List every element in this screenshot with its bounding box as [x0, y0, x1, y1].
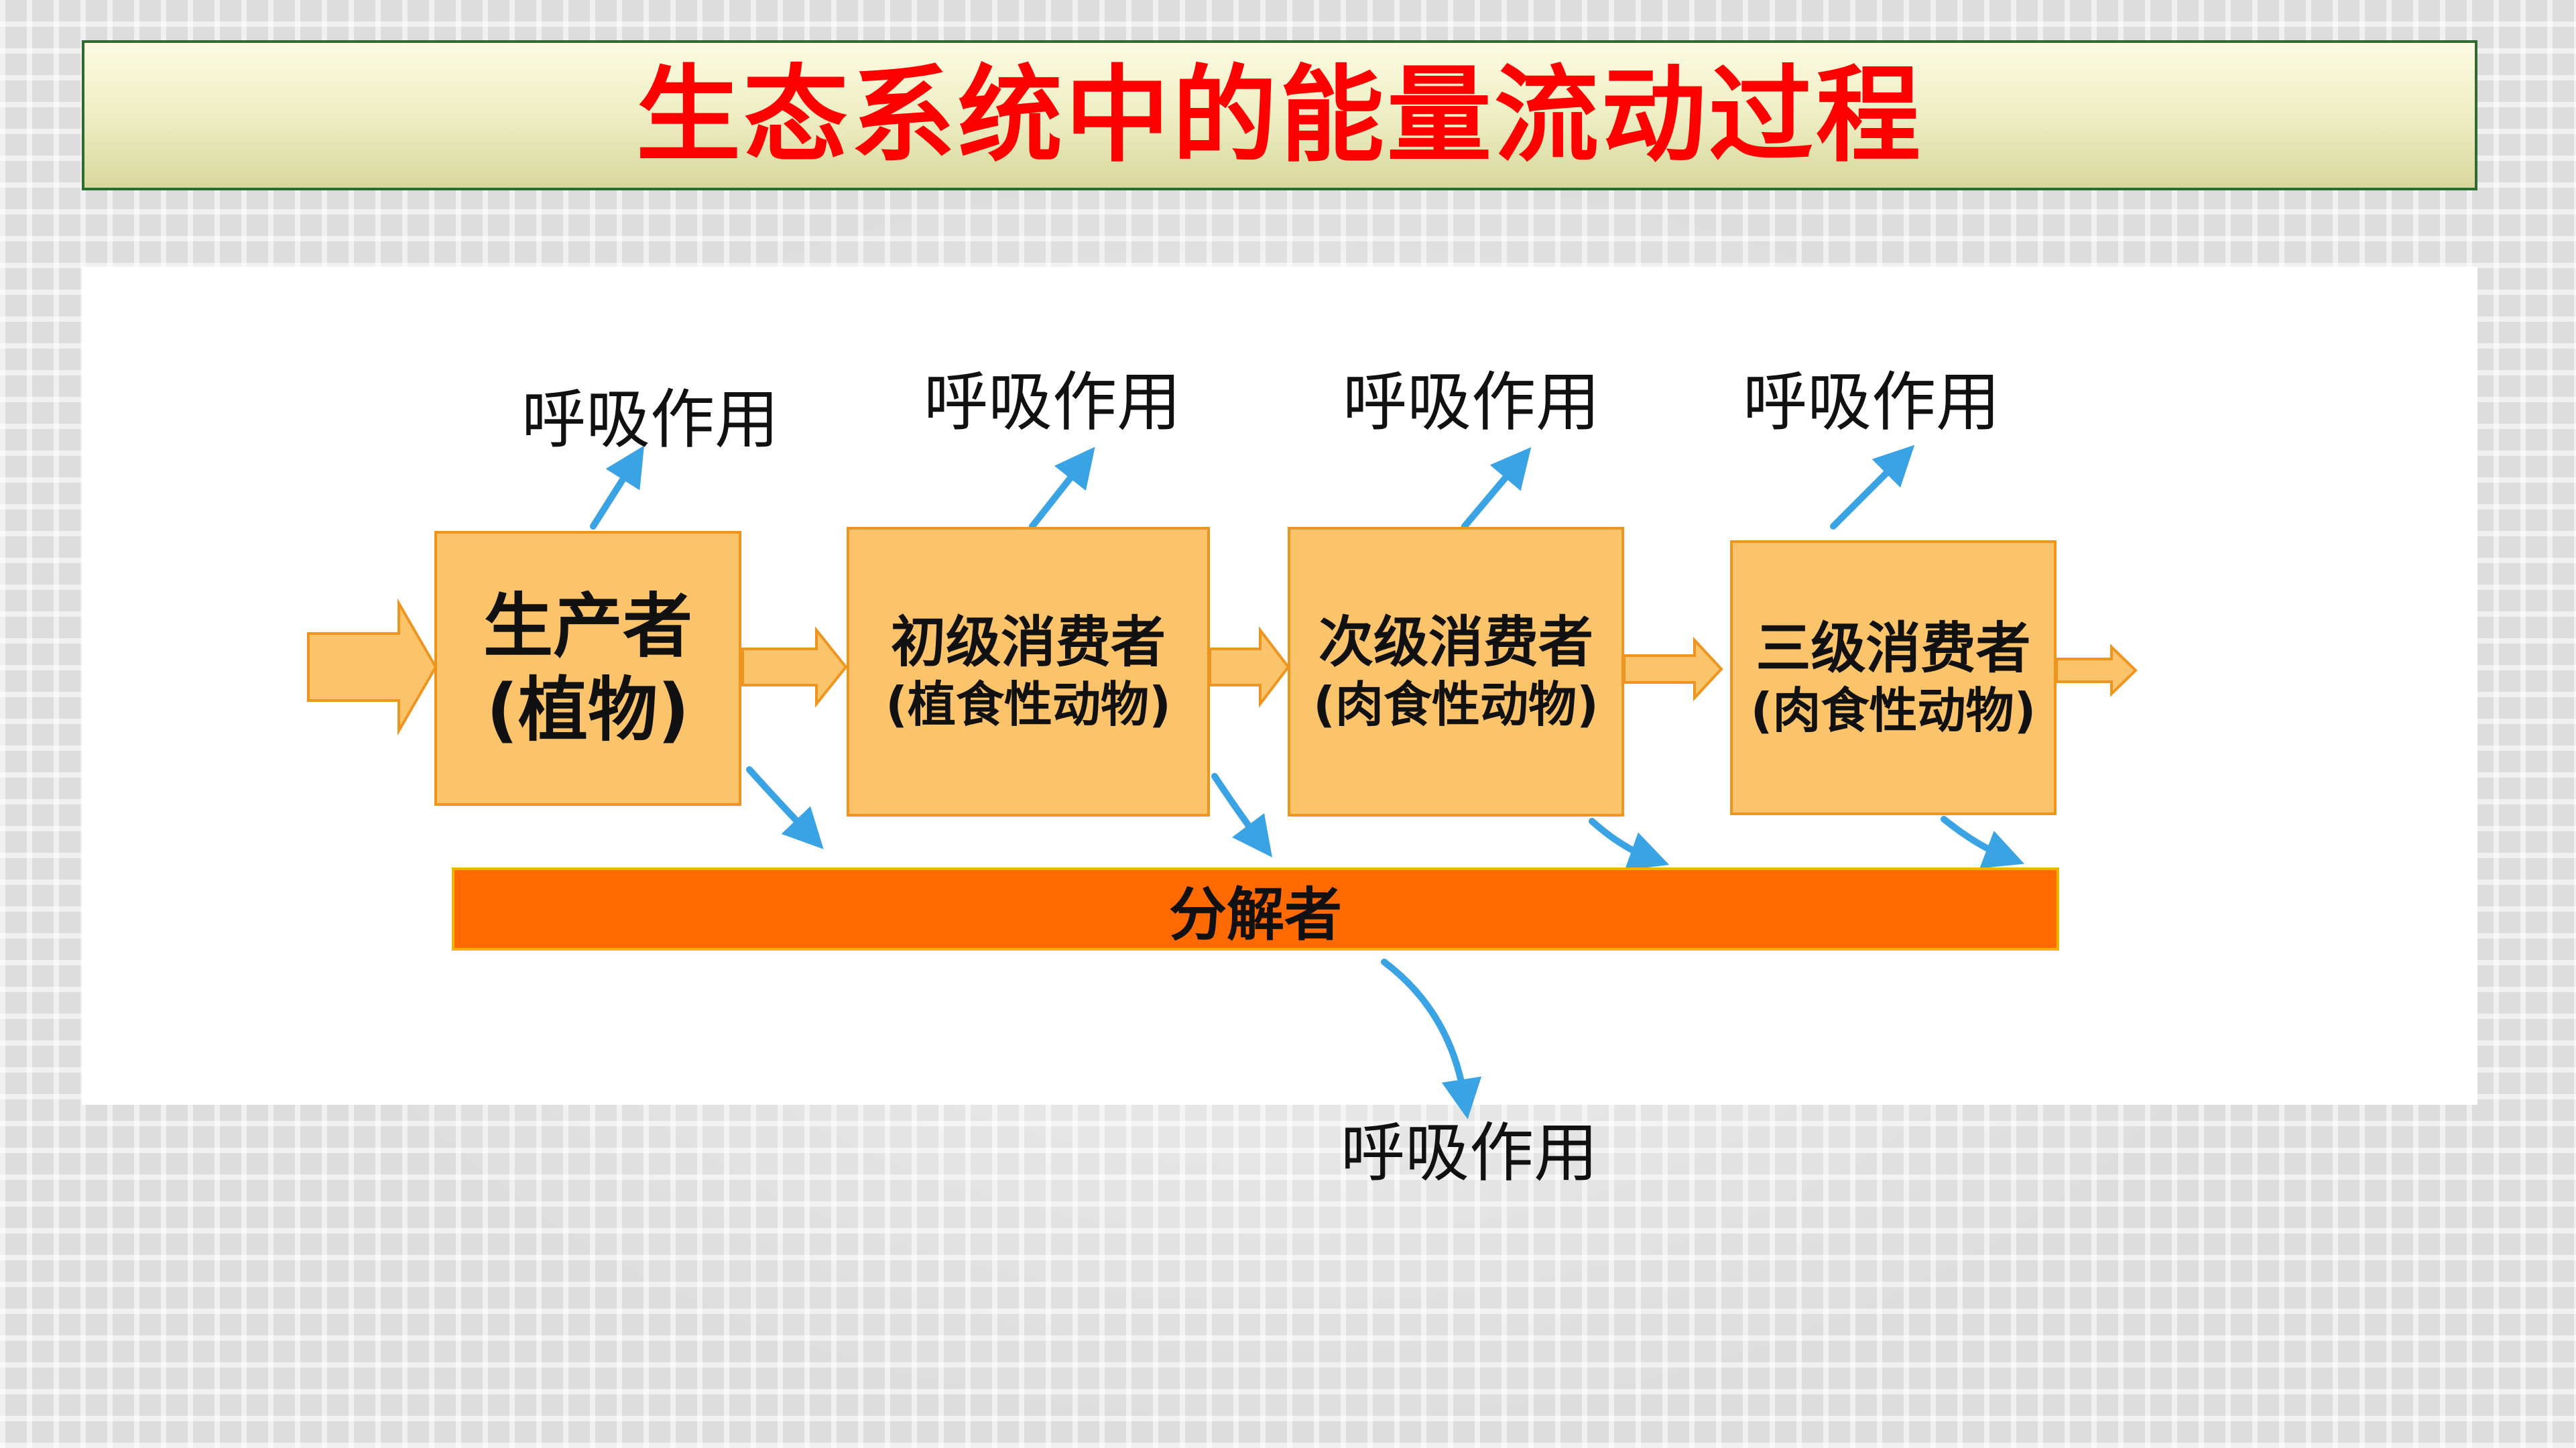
producer-sublabel: (植物) [486, 669, 690, 751]
flow-arrow-producer-to-primary [741, 626, 848, 708]
tertiary-consumer-sublabel: (肉食性动物) [1750, 682, 2036, 739]
secondary-consumer-label: 次级消费者 [1318, 610, 1593, 674]
primary-consumer-box: 初级消费者 (植食性动物) [847, 527, 1210, 817]
producer-label: 生产者 [483, 585, 692, 668]
to-decomposer-arrow-primary [1211, 773, 1272, 858]
tertiary-consumer-box: 三级消费者 (肉食性动物) [1730, 540, 2057, 815]
to-decomposer-arrow-producer [746, 766, 824, 849]
to-decomposer-arrow-tertiary [1941, 816, 2025, 869]
secondary-consumer-sublabel: (肉食性动物) [1313, 676, 1599, 733]
secondary-consumer-box: 次级消费者 (肉食性动物) [1288, 527, 1624, 817]
flow-arrow-secondary-to-tertiary [1623, 636, 1723, 702]
title-bar: 生态系统中的能量流动过程 [82, 40, 2477, 190]
respiration-label-primary: 呼吸作用 [924, 365, 1181, 440]
energy-input-arrow [307, 598, 438, 736]
primary-consumer-sublabel: (植食性动物) [885, 676, 1171, 733]
decomposer-bar: 分解者 [452, 867, 2059, 951]
to-decomposer-arrow-secondary [1589, 818, 1670, 871]
respiration-arrow-secondary [1461, 447, 1532, 530]
respiration-label-tertiary: 呼吸作用 [1743, 365, 2000, 440]
primary-consumer-label: 初级消费者 [890, 610, 1166, 674]
respiration-label-decomposer: 呼吸作用 [1341, 1115, 1598, 1191]
respiration-label-producer: 呼吸作用 [522, 382, 779, 457]
page-title: 生态系统中的能量流动过程 [636, 54, 1923, 176]
respiration-arrow-decomposer [1381, 959, 1482, 1120]
energy-output-arrow [2055, 644, 2138, 697]
flow-arrow-primary-to-secondary [1209, 626, 1290, 708]
respiration-arrow-tertiary [1830, 444, 1915, 530]
decomposer-label: 分解者 [1169, 881, 1342, 949]
respiration-arrow-primary [1029, 446, 1095, 530]
tertiary-consumer-label: 三级消费者 [1756, 616, 2031, 680]
respiration-label-secondary: 呼吸作用 [1343, 365, 1600, 440]
producer-box: 生产者 (植物) [434, 531, 741, 806]
respiration-arrow-producer [590, 445, 645, 530]
